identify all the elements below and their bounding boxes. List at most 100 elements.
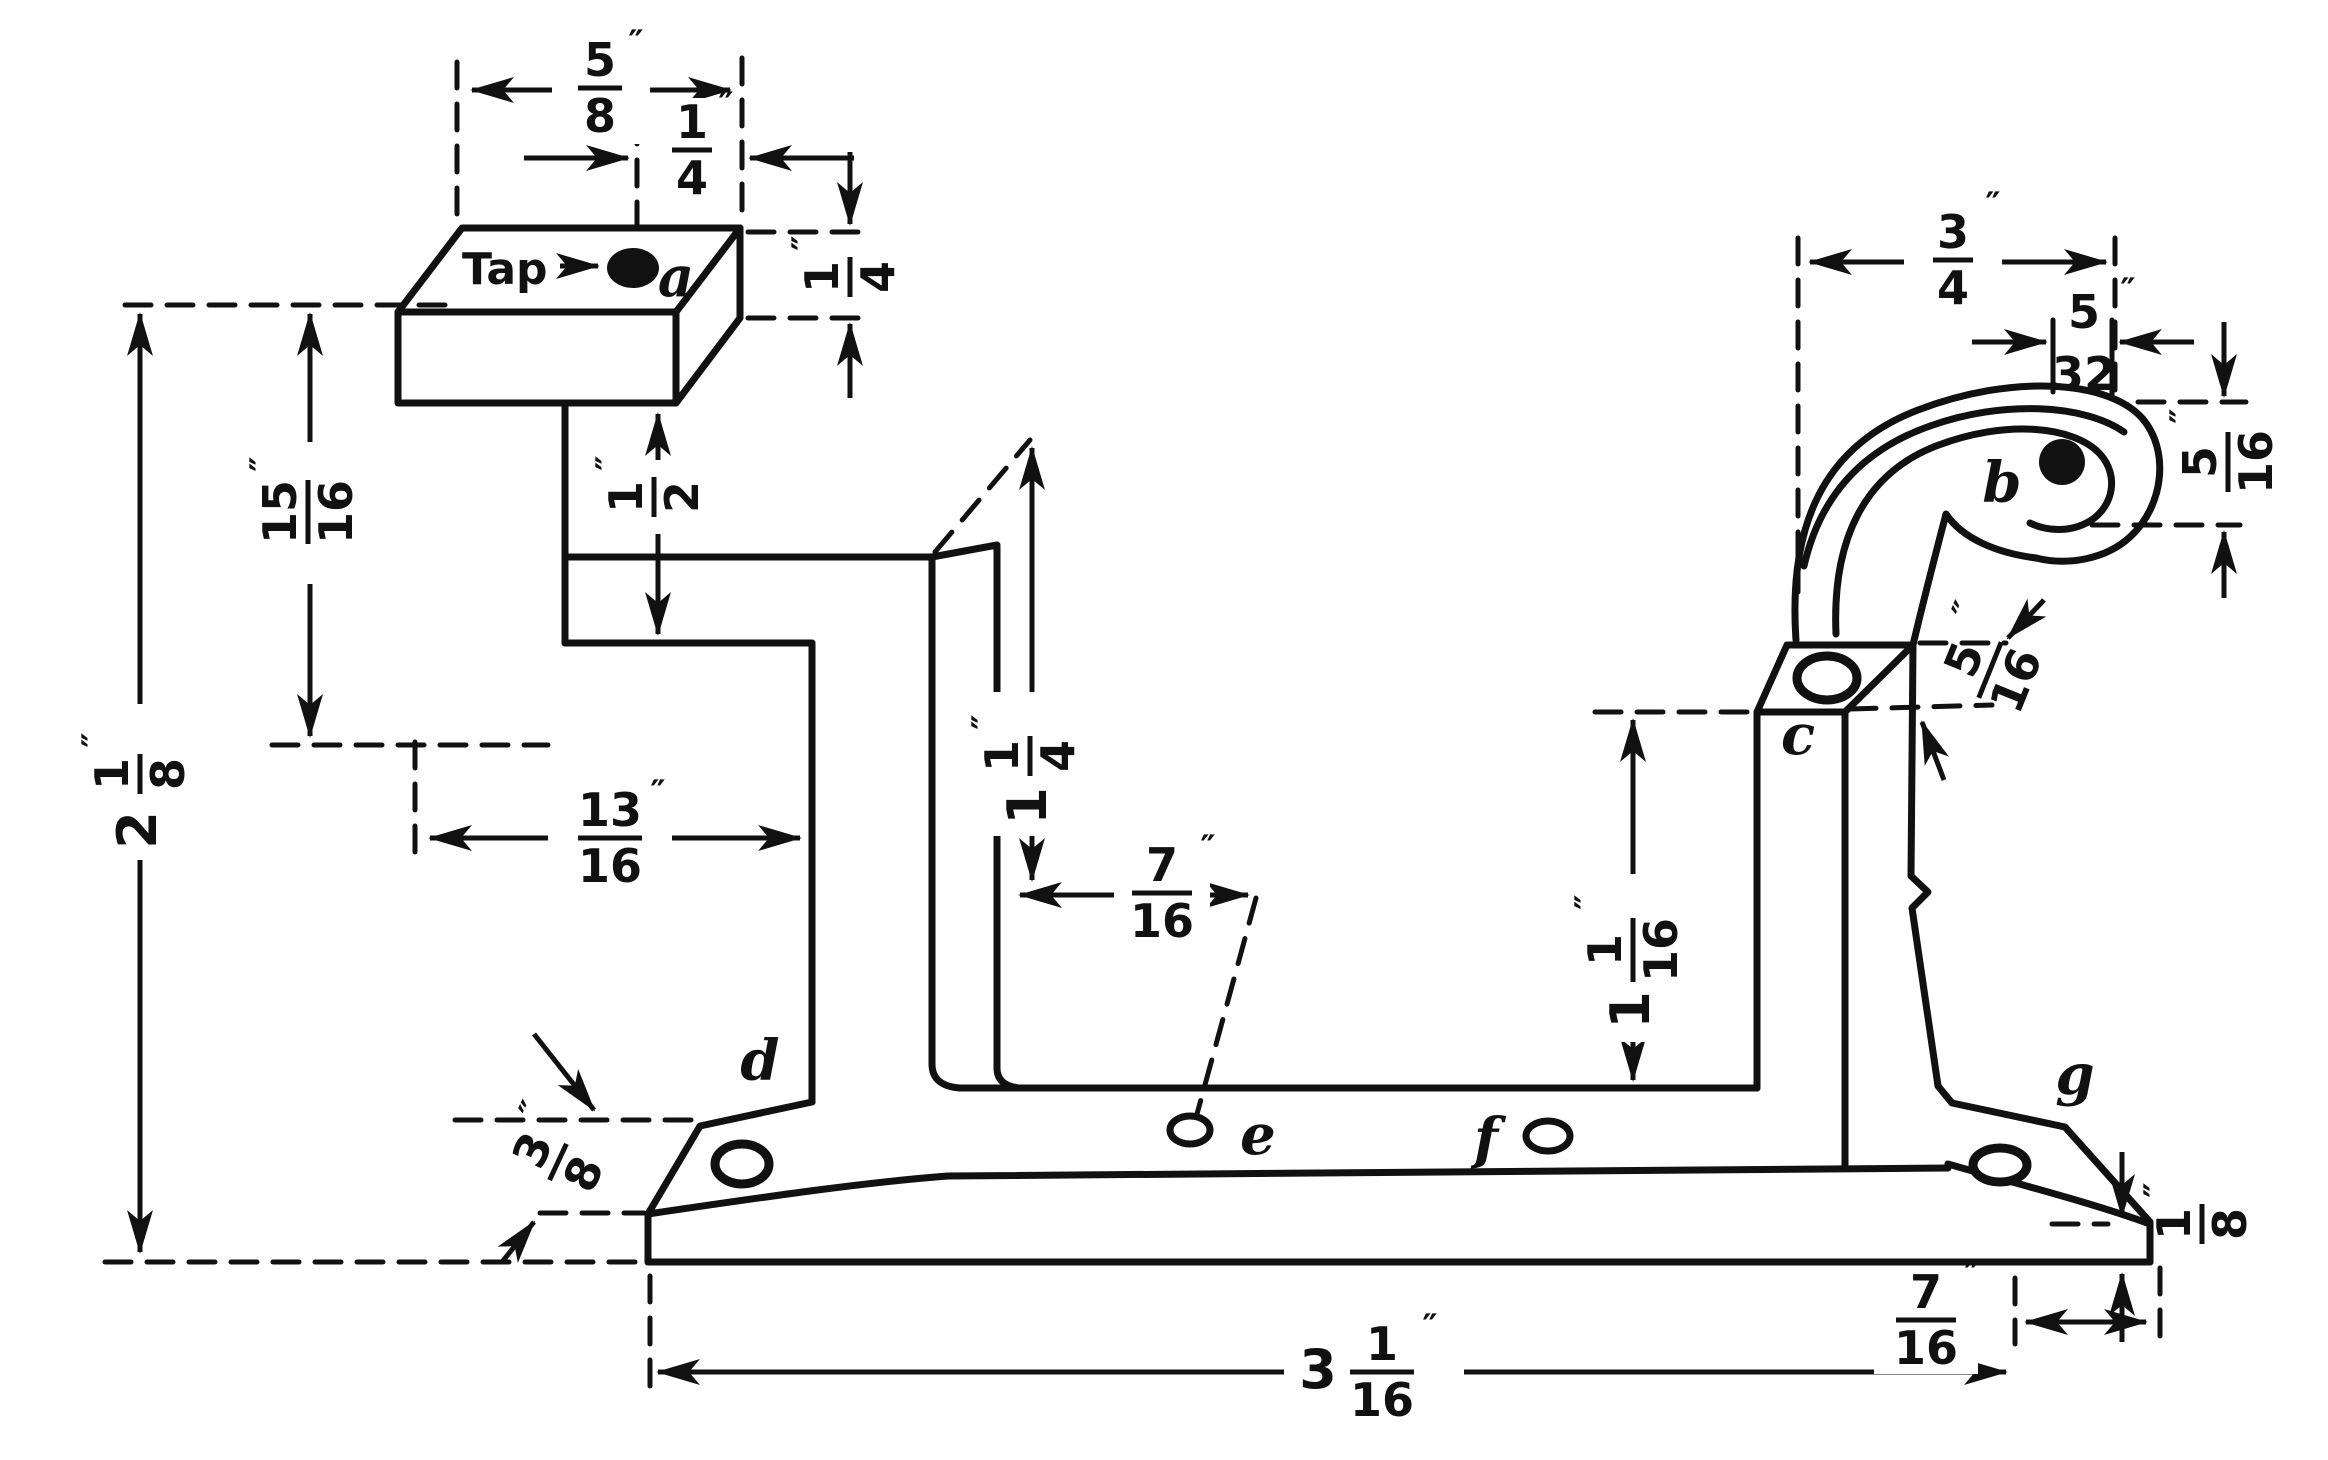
dim-value: 1 bbox=[599, 481, 653, 513]
inch-mark: ″ bbox=[75, 732, 115, 747]
holes bbox=[607, 248, 2085, 1189]
dim-value: 1 bbox=[2147, 1208, 2201, 1240]
hole-c-label: c bbox=[1781, 702, 1815, 768]
dim-pad-width: 5 8 ″ bbox=[558, 23, 644, 144]
dim-value: 5 bbox=[2173, 446, 2227, 478]
hook-inner-curve bbox=[1832, 425, 2116, 638]
hole-g-label: g bbox=[2055, 1042, 2094, 1108]
dim-shoulder-drop: 5 16 ″ bbox=[1933, 596, 2053, 721]
hook-jaw-curve bbox=[1909, 510, 2040, 649]
ext-corner-diagonal bbox=[932, 437, 1033, 555]
hole-a bbox=[607, 248, 659, 288]
ext-hole-e-leader bbox=[1194, 895, 1259, 1117]
dim-value: 1 bbox=[975, 740, 1029, 772]
hole-b bbox=[2039, 439, 2085, 485]
dim-base-lip: 1 8 ″ bbox=[2137, 1182, 2257, 1244]
pad-front-face bbox=[394, 308, 680, 407]
dim-value: 8 bbox=[552, 1148, 614, 1200]
inch-mark: ″ bbox=[628, 23, 643, 63]
hole-b-label: b bbox=[1982, 450, 2021, 516]
inch-mark: ″ bbox=[2163, 408, 2203, 423]
pad-side-face bbox=[672, 224, 744, 407]
dim-column-height: 1 1 16 ″ bbox=[1568, 874, 1688, 1042]
dim-value: 1 bbox=[1366, 1317, 1398, 1371]
dim-value: 3 bbox=[1299, 1338, 1337, 1401]
inch-mark: ″ bbox=[2120, 271, 2135, 311]
dim-value: 5 bbox=[584, 33, 616, 87]
dim-hook-width: 3 4 ″ bbox=[1915, 185, 2001, 315]
dim-value: 8 bbox=[141, 758, 195, 790]
dim-pad-hole-offset: 1 4 ″ bbox=[654, 85, 734, 205]
hole-g bbox=[1968, 1143, 2032, 1187]
hole-f bbox=[1522, 1117, 1574, 1155]
channel-wall-front bbox=[928, 553, 964, 1092]
ext-lip-ticks bbox=[2050, 317, 2115, 401]
hole-e-label: e bbox=[1240, 1102, 1276, 1168]
inch-mark: ″ bbox=[1985, 185, 2000, 225]
dim-value: 16 bbox=[1979, 641, 2053, 721]
dim-value: 4 bbox=[1031, 740, 1085, 772]
dim-value: 1 bbox=[676, 95, 708, 149]
inch-mark: ″ bbox=[1964, 1255, 1979, 1295]
dim-corner-height: 1 1 4 ″ bbox=[965, 692, 1085, 836]
inch-mark: ″ bbox=[785, 235, 825, 250]
dim-value: 1 bbox=[85, 758, 139, 790]
dim-foot-thickness: 3 8 ″ bbox=[501, 1095, 614, 1200]
dim-value: 8 bbox=[2203, 1208, 2257, 1240]
inch-mark: ″ bbox=[1422, 1307, 1437, 1347]
inch-mark: ″ bbox=[1568, 894, 1608, 909]
hole-d-label: d bbox=[740, 1028, 779, 1094]
dim-value: 1 bbox=[996, 787, 1059, 825]
hook-lip-curve bbox=[1800, 405, 2128, 570]
hole-c bbox=[1792, 651, 1862, 705]
inch-mark: ″ bbox=[650, 773, 665, 813]
dim-value: 7 bbox=[1910, 1265, 1942, 1319]
hole-letters: Tap a b c d e f g bbox=[462, 244, 2095, 1172]
dim-value: 1 bbox=[795, 261, 849, 293]
inch-mark: ″ bbox=[1944, 596, 1987, 625]
inch-mark: ″ bbox=[1200, 828, 1215, 868]
dim-base-length: 3 1 16 ″ bbox=[1284, 1307, 1464, 1427]
hook-outer-curve bbox=[1791, 382, 2164, 644]
dim-lip-width: 5 32 ″ bbox=[2052, 271, 2136, 401]
dim-pad-overhang: 13 16 ″ bbox=[554, 773, 666, 893]
hole-a-label: a bbox=[658, 244, 694, 310]
inch-mark: ″ bbox=[589, 455, 629, 470]
foot-d-outline bbox=[644, 1098, 816, 1266]
dim-value: 16 bbox=[1894, 1321, 1958, 1375]
dim-notch-depth: 1 2 ″ bbox=[589, 455, 709, 533]
inch-mark: ″ bbox=[718, 85, 733, 125]
dim-value: 16 bbox=[578, 839, 642, 893]
foot-g-outline bbox=[1948, 1099, 2154, 1266]
dim-value: 13 bbox=[578, 783, 642, 837]
dim-value: 4 bbox=[851, 261, 905, 293]
dim-foot-extension: 7 16 ″ bbox=[1874, 1255, 1980, 1375]
tap-note: Tap bbox=[462, 244, 548, 295]
dim-value: 15 bbox=[253, 480, 307, 544]
dim-upper-height: 15 16 ″ bbox=[243, 456, 363, 568]
dim-value: 5 bbox=[2068, 285, 2100, 339]
dim-value: 2 bbox=[655, 481, 709, 513]
inch-mark: ″ bbox=[2137, 1182, 2177, 1197]
base-front-top-edge bbox=[644, 1164, 1952, 1218]
dim-value: 4 bbox=[676, 151, 708, 205]
ext-shoulder-right bbox=[1847, 702, 1995, 712]
dim-hook-drop: 5 16 ″ bbox=[2163, 408, 2283, 514]
dim-total-height: 2 1 8 ″ bbox=[75, 710, 195, 860]
dim-value: 16 bbox=[1634, 918, 1688, 982]
dim-hole-e-offset: 7 16 ″ bbox=[1114, 828, 1216, 948]
right-column-back-edge bbox=[1907, 641, 1956, 1107]
dim-value: 16 bbox=[309, 480, 363, 544]
dimension-arrows bbox=[127, 77, 2237, 1385]
dim-value: 16 bbox=[1130, 894, 1194, 948]
dimension-labels: 5 8 ″ 1 4 ″ 1 4 ″ 15 16 ″ 2 bbox=[75, 23, 2283, 1427]
dim-value: 32 bbox=[2052, 347, 2116, 401]
dim-pad-thickness: 1 4 ″ bbox=[785, 235, 905, 313]
inch-mark: ″ bbox=[965, 714, 1005, 729]
dim-value: 16 bbox=[2229, 430, 2283, 494]
dim-value: 2 bbox=[106, 811, 169, 849]
bracket-outline bbox=[394, 224, 2164, 1266]
dim-value: 1 bbox=[1599, 991, 1662, 1029]
